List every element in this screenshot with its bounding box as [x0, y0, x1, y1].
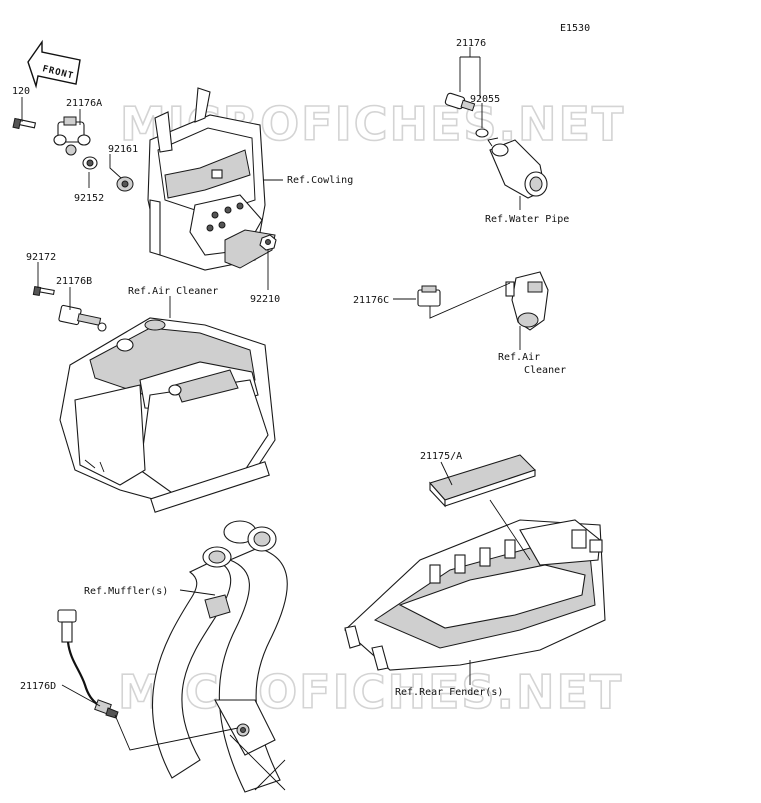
label-92152: 92152 — [74, 193, 104, 204]
sensor-21176-part — [444, 92, 476, 112]
ref-mufflers-label: Ref.Muffler(s) — [84, 586, 168, 597]
air-cleaner-duct-part — [505, 271, 549, 331]
label-21175a: 21175/A — [420, 451, 462, 462]
sensor-21176d-part — [57, 609, 119, 719]
ref-rear-fender-label: Ref.Rear Fender(s) — [395, 687, 503, 698]
label-92161: 92161 — [108, 144, 138, 155]
grommet-92152-part — [82, 156, 98, 170]
sensor-21176b-part — [58, 304, 107, 332]
ref-cowling-label: Ref.Cowling — [287, 175, 353, 186]
grommet-92161-part — [116, 176, 134, 192]
label-21176b: 21176B — [56, 276, 92, 287]
nut-92210-part — [259, 234, 277, 251]
sensor-21176a-part — [53, 116, 91, 156]
label-92055: 92055 — [470, 94, 500, 105]
label-92172: 92172 — [26, 252, 56, 263]
diagram-id: E1530 — [560, 23, 590, 34]
sensor-21176c-part — [417, 285, 441, 307]
exhaust-pipes-part — [151, 520, 288, 793]
rear-fender-part — [344, 519, 606, 671]
oring-92055-part — [475, 128, 489, 138]
label-120: 120 — [12, 86, 30, 97]
ref-air-cleaner-right-label-2: Cleaner — [524, 365, 566, 376]
ref-water-pipe-label: Ref.Water Pipe — [485, 214, 569, 225]
label-21176c: 21176C — [353, 295, 389, 306]
label-21176d: 21176D — [20, 681, 56, 692]
label-21176a: 21176A — [66, 98, 102, 109]
front-arrow-icon: FRONT — [27, 39, 81, 89]
ref-air-cleaner-left-label: Ref.Air Cleaner — [128, 286, 218, 297]
label-21176: 21176 — [456, 38, 486, 49]
ref-air-cleaner-right-label-1: Ref.Air — [498, 352, 540, 363]
bolt-120-part — [12, 117, 37, 130]
air-cleaner-box-part — [59, 317, 276, 513]
cowling-bracket-part — [147, 87, 276, 271]
water-pipe-part — [487, 137, 548, 199]
watermark-bottom: MICROFICHES.NET — [118, 665, 623, 719]
label-92210: 92210 — [250, 294, 280, 305]
screw-92172-part — [32, 285, 55, 297]
ecu-21175a-part — [429, 454, 536, 508]
leader-lines — [21, 47, 531, 751]
